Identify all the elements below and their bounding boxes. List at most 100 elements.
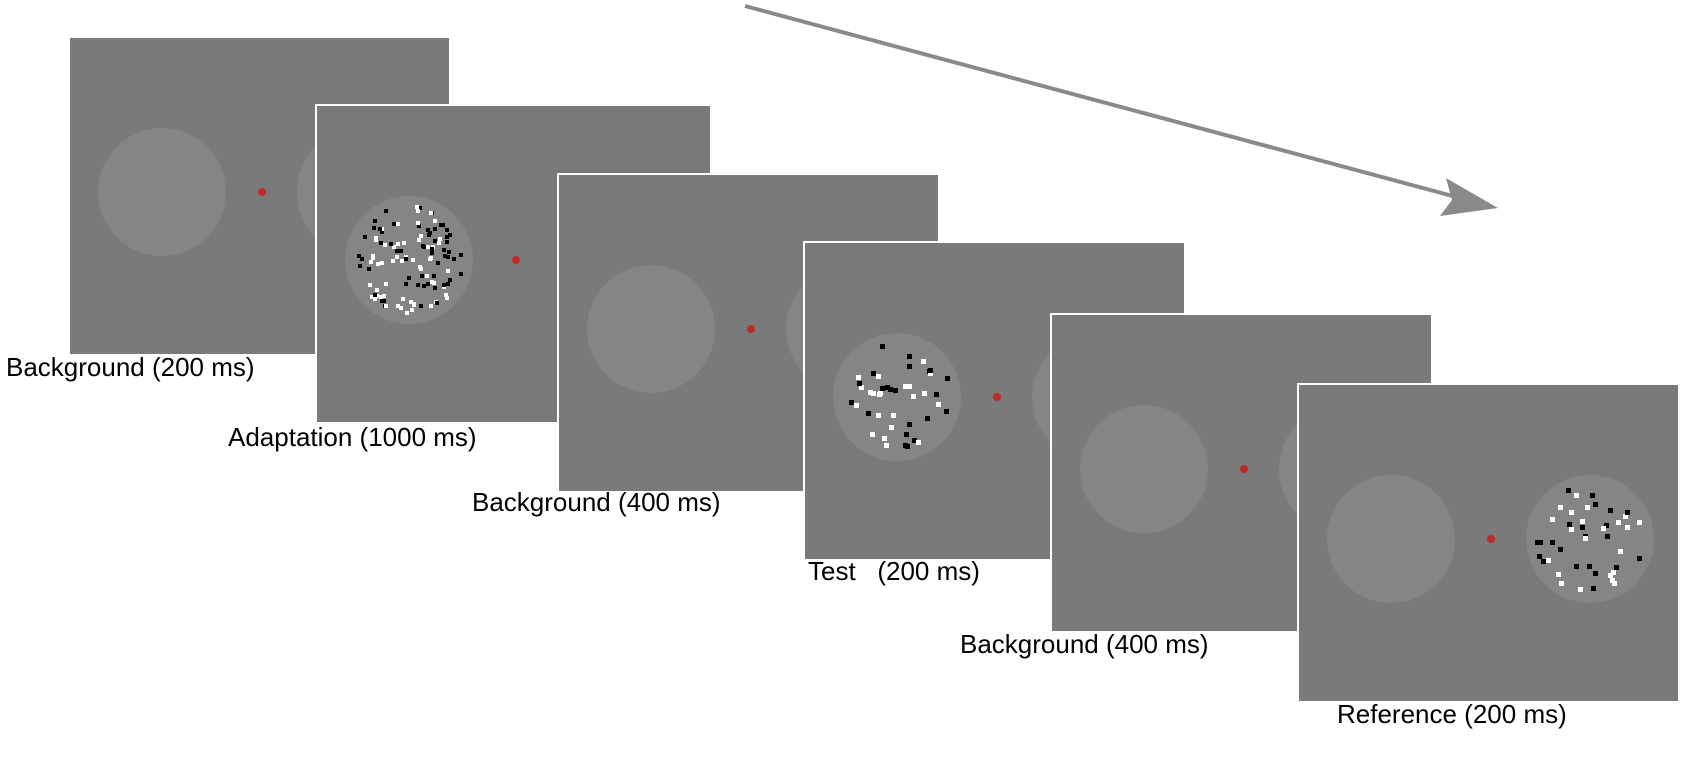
dot bbox=[880, 386, 885, 391]
dot bbox=[922, 391, 927, 396]
dot bbox=[1546, 558, 1551, 563]
dot bbox=[878, 391, 883, 396]
dot bbox=[1614, 565, 1619, 570]
dot bbox=[425, 274, 429, 278]
dot bbox=[380, 261, 384, 265]
stimulus-patch-left bbox=[1327, 475, 1455, 603]
dot bbox=[445, 240, 449, 244]
dot bbox=[1608, 508, 1613, 513]
dot bbox=[375, 288, 379, 292]
dot bbox=[888, 387, 893, 392]
dot bbox=[1593, 571, 1598, 576]
dot bbox=[395, 255, 399, 259]
dot bbox=[448, 278, 452, 282]
dot bbox=[885, 385, 890, 390]
dot bbox=[418, 206, 422, 210]
stimulus-patch-left bbox=[833, 333, 961, 461]
dot bbox=[891, 413, 896, 418]
dot bbox=[871, 371, 876, 376]
dot bbox=[373, 297, 377, 301]
dot bbox=[880, 344, 885, 349]
dot bbox=[404, 257, 408, 261]
dot bbox=[432, 274, 436, 278]
dot bbox=[866, 411, 871, 416]
dot bbox=[400, 259, 404, 263]
frame-label-adaptation: Adaptation (1000 ms) bbox=[228, 422, 477, 452]
fixation-point bbox=[512, 256, 520, 264]
dot bbox=[416, 221, 420, 225]
dot bbox=[396, 304, 400, 308]
dot bbox=[412, 303, 416, 307]
dot bbox=[1574, 564, 1579, 569]
dot bbox=[428, 257, 432, 261]
stimulus-patch-left bbox=[587, 265, 715, 393]
dot bbox=[447, 250, 451, 254]
dot bbox=[1610, 578, 1615, 583]
dot bbox=[441, 223, 445, 227]
dot bbox=[446, 282, 450, 286]
dot bbox=[1567, 522, 1572, 527]
dot bbox=[380, 299, 384, 303]
dot bbox=[1601, 526, 1606, 531]
dot bbox=[1574, 493, 1579, 498]
dot bbox=[907, 384, 912, 389]
dot bbox=[373, 293, 377, 297]
dot bbox=[448, 233, 452, 237]
dot bbox=[1625, 510, 1630, 515]
dot bbox=[436, 261, 440, 265]
dot bbox=[870, 432, 875, 437]
dot bbox=[372, 226, 376, 230]
dot bbox=[916, 440, 921, 445]
dot bbox=[1556, 572, 1561, 577]
dot bbox=[360, 257, 364, 261]
dot bbox=[1612, 581, 1617, 586]
dot bbox=[459, 272, 463, 276]
dot bbox=[1590, 493, 1595, 498]
dot bbox=[452, 257, 456, 261]
dot bbox=[376, 262, 380, 266]
stimulus-patch-left bbox=[1080, 405, 1208, 533]
dot bbox=[427, 233, 431, 237]
dot bbox=[1537, 554, 1542, 559]
dot bbox=[396, 242, 400, 246]
frame-label-background-1: Background (200 ms) bbox=[6, 352, 255, 382]
dot bbox=[428, 231, 432, 235]
dot bbox=[369, 260, 373, 264]
dot bbox=[411, 258, 415, 262]
dot bbox=[446, 269, 450, 273]
dot bbox=[876, 413, 881, 418]
dot bbox=[422, 245, 426, 249]
dot bbox=[444, 293, 448, 297]
fixation-point bbox=[258, 188, 266, 196]
dot bbox=[402, 241, 406, 245]
dot bbox=[389, 242, 393, 246]
dot bbox=[934, 392, 939, 397]
dot bbox=[928, 371, 933, 376]
frame-label-test: Test (200 ms) bbox=[808, 556, 980, 586]
dot bbox=[373, 219, 377, 223]
dot bbox=[384, 209, 388, 213]
dot bbox=[405, 311, 409, 315]
dot bbox=[445, 296, 449, 300]
dot bbox=[1558, 505, 1563, 510]
fixation-point bbox=[747, 325, 755, 333]
dot bbox=[422, 284, 426, 288]
dot bbox=[912, 438, 917, 443]
dot bbox=[407, 276, 411, 280]
dot bbox=[871, 391, 876, 396]
dot bbox=[357, 254, 361, 258]
dot bbox=[1583, 536, 1588, 541]
fixation-point bbox=[1240, 465, 1248, 473]
dot bbox=[893, 388, 898, 393]
dot bbox=[884, 443, 889, 448]
dot bbox=[417, 224, 421, 228]
dot bbox=[409, 300, 413, 304]
dot bbox=[1580, 519, 1585, 524]
dot bbox=[1569, 510, 1574, 515]
dot bbox=[446, 255, 450, 259]
dot bbox=[1591, 586, 1596, 591]
dot bbox=[849, 400, 854, 405]
dot bbox=[936, 402, 941, 407]
dot bbox=[1637, 556, 1642, 561]
